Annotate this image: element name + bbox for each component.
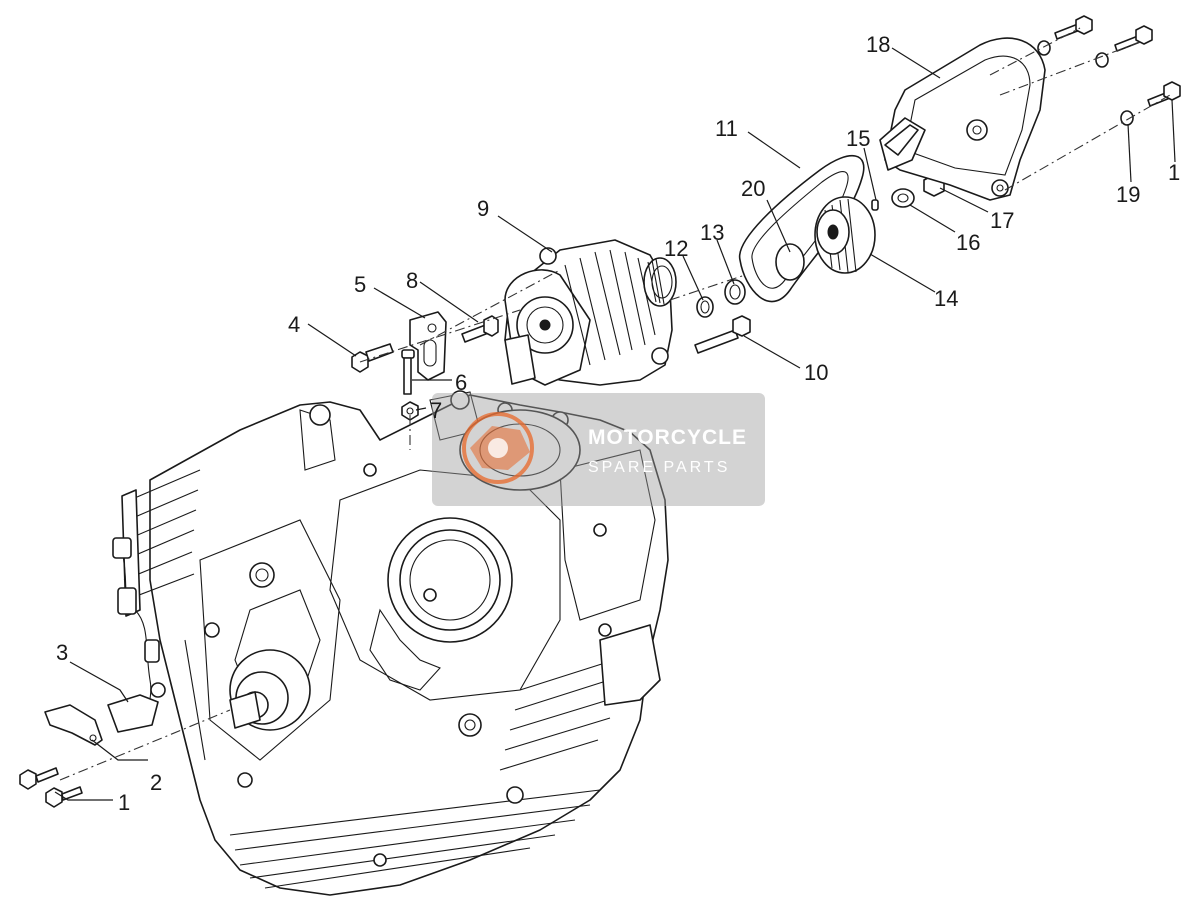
nut-7 <box>401 401 419 421</box>
callout-7: 7 <box>430 398 442 423</box>
bolt-top-3 <box>1147 81 1181 107</box>
callout-2: 2 <box>150 770 162 795</box>
bolt-top-1 <box>1054 15 1093 40</box>
washer-16 <box>891 188 915 208</box>
callout-16: 16 <box>956 230 980 255</box>
callout-1-upper: 1 <box>1168 160 1180 185</box>
washer-19 <box>1120 110 1134 126</box>
bolt-lower-left <box>19 767 83 808</box>
callout-19: 19 <box>1116 182 1140 207</box>
washer-top-1 <box>1037 40 1051 56</box>
bolt-8 <box>461 315 499 343</box>
alternator-bracket <box>409 311 447 381</box>
callout-leaders <box>54 47 1176 801</box>
axis-line-cover-3 <box>1004 94 1171 191</box>
watermark-title: MOTORCYCLE <box>588 426 747 449</box>
washer-13 <box>724 279 746 305</box>
axis-line-pulley <box>669 249 821 301</box>
callout-9: 9 <box>477 196 489 221</box>
axis-line-bracket <box>359 309 521 363</box>
sensor-cover-bracket <box>44 704 103 746</box>
axis-line-bracket-top <box>419 269 561 346</box>
axis-line-cover-2 <box>999 41 1141 96</box>
callout-14: 14 <box>934 286 958 311</box>
callout-18: 18 <box>866 32 890 57</box>
washer-top-2 <box>1095 52 1109 68</box>
belt-cover <box>879 37 1046 201</box>
washer-12 <box>696 296 714 318</box>
callout-labels: 1 1 2 3 4 5 6 7 8 9 10 11 12 13 14 15 16… <box>56 32 1180 815</box>
sensor-with-cable <box>107 537 166 733</box>
callout-8: 8 <box>406 268 418 293</box>
bolt-top-2 <box>1114 25 1153 52</box>
screw-6 <box>401 349 415 395</box>
bolt-4 <box>351 343 394 373</box>
bolt-10 <box>694 315 751 354</box>
callout-3: 3 <box>56 640 68 665</box>
callout-1-lower: 1 <box>118 790 130 815</box>
axis-line-cover-1 <box>989 27 1081 76</box>
callout-13: 13 <box>700 220 724 245</box>
motorcycle-spare-parts-logo-icon <box>462 412 534 484</box>
callout-12: 12 <box>664 236 688 261</box>
callout-4: 4 <box>288 312 300 337</box>
callout-10: 10 <box>804 360 828 385</box>
callout-15: 15 <box>846 126 870 151</box>
callout-11: 11 <box>715 116 738 141</box>
engine-crankcase <box>121 390 669 896</box>
alternator <box>504 239 677 386</box>
callout-17: 17 <box>990 208 1014 233</box>
tensioner-pulley <box>814 196 876 274</box>
callout-6: 6 <box>455 370 467 395</box>
watermark: MOTORCYCLE SPARE PARTS <box>432 393 765 506</box>
drive-belt <box>738 155 865 303</box>
callout-5: 5 <box>354 272 366 297</box>
watermark-subtitle: SPARE PARTS <box>588 459 730 476</box>
callout-20: 20 <box>741 176 765 201</box>
pin-15 <box>871 199 879 211</box>
